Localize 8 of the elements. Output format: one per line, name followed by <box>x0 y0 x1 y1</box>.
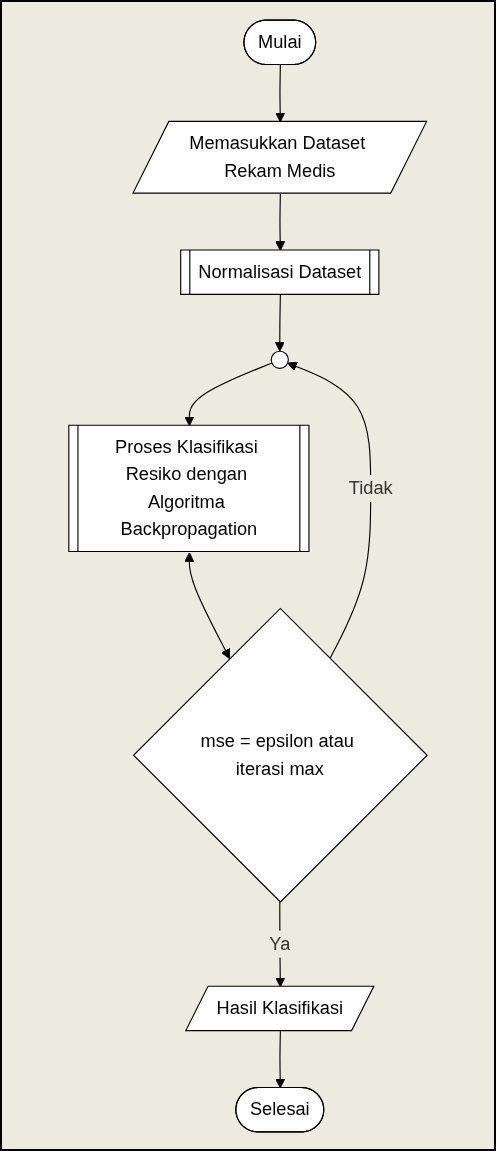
node-diamond: mse = epsilon atau iterasi max <box>132 607 428 903</box>
arrow <box>287 361 372 659</box>
arrow <box>274 293 285 352</box>
arrow <box>275 1030 286 1089</box>
arrow <box>184 551 231 659</box>
edge-label: Tidak <box>348 477 393 497</box>
edge-label: Ya <box>269 933 291 953</box>
node-circle <box>270 350 289 369</box>
